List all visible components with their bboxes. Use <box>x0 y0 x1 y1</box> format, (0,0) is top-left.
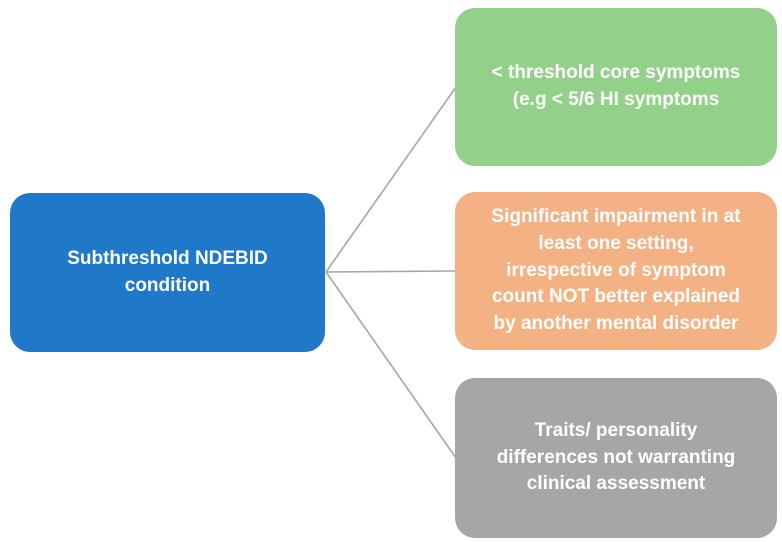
branch-box-traits-personality: Traits/ personality differences not warr… <box>455 378 777 538</box>
branch-box-threshold-core-symptoms: < threshold core symptoms (e.g < 5/6 HI … <box>455 8 777 166</box>
root-box-label: Subthreshold NDEBID condition <box>67 247 268 296</box>
branch-box-label: < threshold core symptoms (e.g < 5/6 HI … <box>491 62 741 110</box>
root-box-subthreshold-ndebid: Subthreshold NDEBID condition <box>10 193 325 352</box>
branch-box-significant-impairment: Significant impairment in at least one s… <box>455 192 777 350</box>
branch-box-label: Significant impairment in at least one s… <box>491 205 741 335</box>
connector-to-green-box <box>325 86 457 273</box>
branch-box-label: Traits/ personality differences not warr… <box>496 419 736 495</box>
connector-to-gray-box <box>325 271 457 459</box>
connector-to-orange-box <box>325 270 457 273</box>
